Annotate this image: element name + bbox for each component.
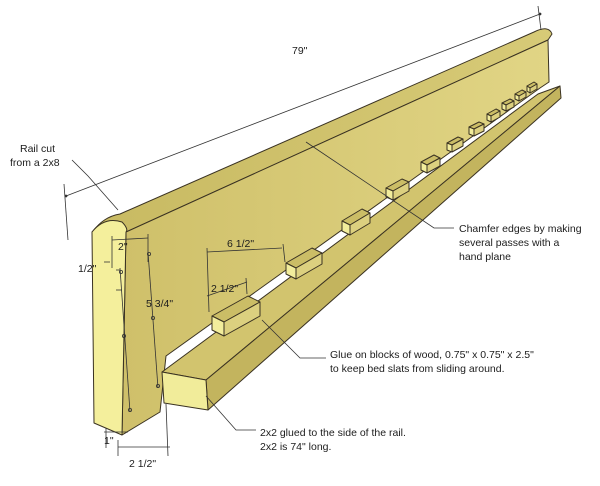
blocks-callout-line-2: to keep bed slats from sliding around. bbox=[330, 363, 505, 375]
dimension-depth-label: 5 3/4" bbox=[146, 298, 173, 310]
dimension-79-lines bbox=[63, 5, 542, 241]
chamfer-leader bbox=[305, 141, 454, 229]
dimension-half-label: 1/2" bbox=[78, 263, 97, 275]
dimension-bottom-label: 1" bbox=[104, 435, 114, 447]
rail-leader bbox=[71, 159, 119, 211]
dimension-spacing-lines bbox=[206, 243, 286, 313]
cleat-callout-line-1: 2x2 glued to the side of the rail. bbox=[260, 427, 406, 439]
block-10 bbox=[514, 89, 527, 102]
cleat-leader bbox=[205, 395, 256, 431]
chamfer-callout-line-3: hand plane bbox=[459, 251, 511, 263]
dimension-block-offset-lines bbox=[206, 277, 248, 297]
dimension-width-label: 2" bbox=[118, 241, 128, 253]
rail-callout-line-2: from a 2x8 bbox=[10, 157, 60, 169]
block-3 bbox=[341, 208, 371, 236]
block-8 bbox=[486, 108, 501, 123]
dimension-block-offset-label: 2 1/2" bbox=[211, 283, 238, 295]
cleat-end-face bbox=[161, 371, 209, 411]
dimension-bottom-lines bbox=[104, 428, 128, 448]
block-2 bbox=[285, 247, 323, 280]
block-4 bbox=[385, 178, 410, 201]
block-5 bbox=[420, 154, 441, 174]
block-6 bbox=[446, 136, 464, 153]
block-9 bbox=[501, 98, 515, 112]
chamfer-callout-line-1: Chamfer edges by making bbox=[459, 223, 582, 235]
dimension-spacing-label: 6 1/2" bbox=[227, 238, 254, 250]
dimension-half-lines bbox=[104, 261, 120, 271]
dimension-cleat-lines bbox=[117, 403, 170, 457]
rail-callout-line-1: Rail cut bbox=[20, 143, 55, 155]
block-7 bbox=[468, 121, 485, 137]
block-1 bbox=[211, 295, 261, 337]
dimension-cleat-label: 2 1/2" bbox=[129, 458, 156, 470]
dimension-depth-lines bbox=[116, 251, 160, 413]
blocks-leader bbox=[261, 319, 326, 359]
blocks-callout-line-1: Glue on blocks of wood, 0.75" x 0.75" x … bbox=[330, 349, 534, 361]
chamfer-callout-line-2: several passes with a bbox=[459, 237, 560, 249]
cleat-callout-line-2: 2x2 is 74" long. bbox=[260, 441, 331, 453]
dimension-length-label: 79" bbox=[292, 45, 308, 57]
rail-end-face bbox=[91, 219, 128, 436]
block-11 bbox=[526, 81, 538, 94]
